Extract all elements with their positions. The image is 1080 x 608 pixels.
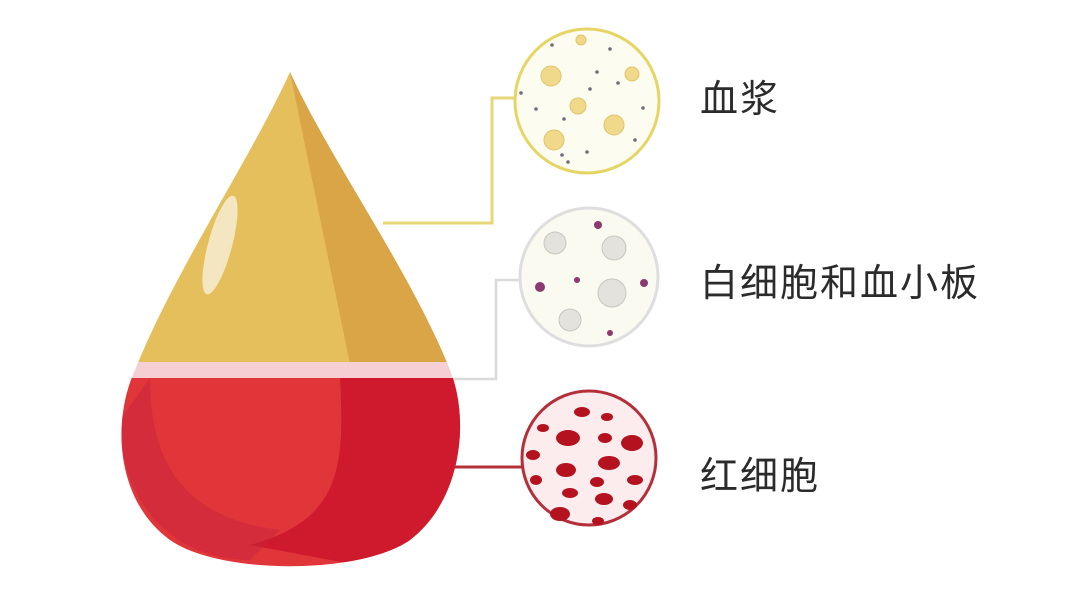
wbc-platelets-label: 白细胞和血小板 [700, 261, 981, 305]
rbc-label: 红细胞 [700, 454, 821, 498]
rbc-circle [520, 389, 658, 527]
plasma-connector [383, 96, 514, 225]
platelets [535, 221, 648, 336]
blood-drop [121, 72, 461, 567]
wbc-platelets-circle [518, 206, 660, 348]
wbc-connector [445, 278, 520, 381]
plasma-circle [513, 27, 661, 175]
drop-highlight [202, 195, 238, 295]
plasma-label: 血浆 [700, 77, 781, 121]
